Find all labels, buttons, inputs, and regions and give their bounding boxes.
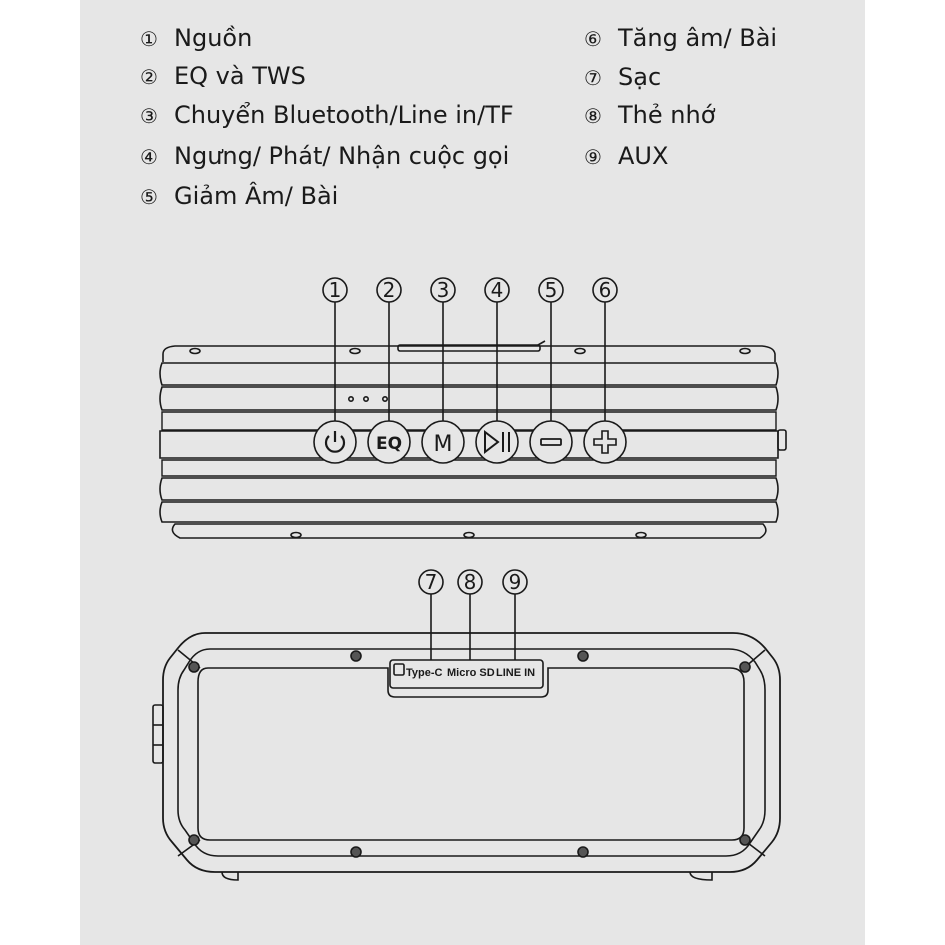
legend-label: Thẻ nhớ xyxy=(618,101,716,129)
legend-label: AUX xyxy=(618,142,669,170)
play-pause-icon xyxy=(484,429,510,455)
button-play-pause[interactable] xyxy=(475,420,519,464)
button-volume-up[interactable] xyxy=(583,420,627,464)
back-callouts xyxy=(418,569,528,660)
legend-num: ③ xyxy=(140,104,158,128)
legend-item-6: ⑥ Tăng âm/ Bài xyxy=(582,24,777,53)
legend-num: ④ xyxy=(140,145,158,169)
legend-num: ⑥ xyxy=(584,27,602,51)
speaker-back-view xyxy=(152,632,781,881)
diagram-panel xyxy=(80,0,865,945)
callout-8: 8 xyxy=(464,570,477,594)
plus-icon xyxy=(593,430,617,454)
port-type-c-label: Type-C xyxy=(406,667,443,679)
front-callouts xyxy=(322,277,618,421)
legend-label: Ngưng/ Phát/ Nhận cuộc gọi xyxy=(174,142,510,170)
button-power[interactable] xyxy=(313,420,357,464)
callout-7: 7 xyxy=(425,570,438,594)
power-icon xyxy=(324,431,346,453)
callout-6: 6 xyxy=(599,278,612,302)
callout-5: 5 xyxy=(545,278,558,302)
legend-label: Giảm Âm/ Bài xyxy=(174,182,339,210)
mode-label: M xyxy=(434,432,453,457)
legend-label: Tăng âm/ Bài xyxy=(618,24,778,52)
callout-3: 3 xyxy=(437,278,450,302)
legend-num: ② xyxy=(140,65,158,89)
button-volume-down[interactable] xyxy=(529,420,573,464)
legend-item-5: ⑤ Giảm Âm/ Bài xyxy=(138,182,338,211)
legend-item-8: ⑧ Thẻ nhớ xyxy=(582,101,715,130)
legend-item-9: ⑨ AUX xyxy=(582,142,668,171)
legend-label: Sạc xyxy=(618,63,662,91)
legend-item-3: ③ Chuyển Bluetooth/Line in/TF xyxy=(138,101,514,130)
legend-item-4: ④ Ngưng/ Phát/ Nhận cuộc gọi xyxy=(138,142,509,171)
screws xyxy=(188,650,751,858)
callout-9: 9 xyxy=(509,570,522,594)
legend-num: ⑤ xyxy=(140,185,158,209)
legend-label: Nguồn xyxy=(174,24,253,52)
legend-num: ① xyxy=(140,27,158,51)
legend-label: EQ và TWS xyxy=(174,62,306,90)
legend-num: ⑦ xyxy=(584,66,602,90)
speaker-top-view xyxy=(159,340,787,539)
legend-item-1: ① Nguồn xyxy=(138,24,252,53)
callout-2: 2 xyxy=(383,278,396,302)
legend-num: ⑨ xyxy=(584,145,602,169)
port-line-in-label: LINE IN xyxy=(496,667,535,679)
minus-icon xyxy=(540,438,562,446)
legend-num: ⑧ xyxy=(584,104,602,128)
legend-label: Chuyển Bluetooth/Line in/TF xyxy=(174,101,514,129)
port-micro-sd-label: Micro SD xyxy=(447,667,495,679)
legend-item-7: ⑦ Sạc xyxy=(582,63,661,92)
legend-item-2: ② EQ và TWS xyxy=(138,62,306,91)
callout-1: 1 xyxy=(329,278,342,302)
eq-label: EQ xyxy=(376,434,402,454)
callout-4: 4 xyxy=(491,278,504,302)
